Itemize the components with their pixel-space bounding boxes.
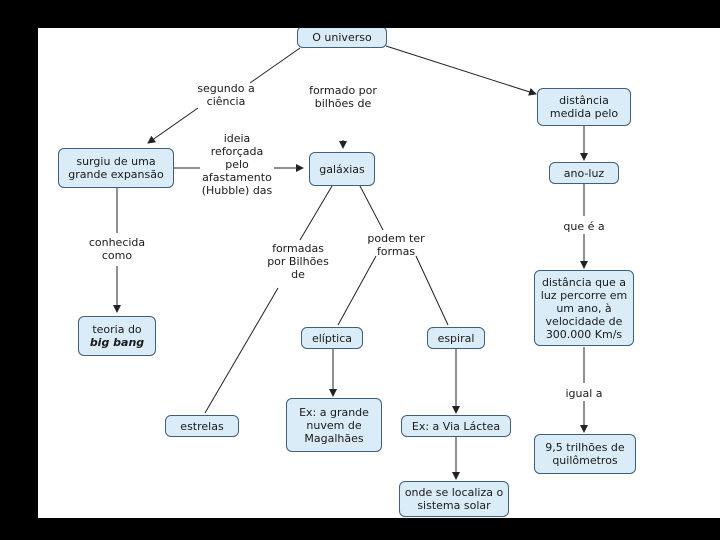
edge-segundo-expansao	[147, 107, 199, 144]
big-bang-line2: big bang	[89, 336, 145, 349]
label-que-e: que é a	[563, 220, 605, 233]
edge-podem-espiral	[415, 255, 449, 326]
node-distancia-luz: distância que a luz percorre em um ano, …	[534, 270, 634, 346]
concept-map: O universo surgiu de uma grande expansão…	[38, 28, 720, 518]
label-ideia: ideia reforçada pelo afastamento (Hubble…	[201, 132, 273, 197]
edge-universo-segundo	[249, 47, 301, 84]
label-formado: formado por bilhões de	[309, 84, 377, 110]
edge-galaxias-podem	[359, 185, 384, 231]
connector-lines	[113, 45, 588, 480]
node-estrelas: estrelas	[165, 415, 239, 437]
node-distancia-medida: distância medida pelo	[537, 88, 631, 126]
label-igual: igual a	[565, 387, 603, 400]
node-magalhaes: Ex: a grande nuvem de Magalhães	[286, 398, 382, 452]
node-galaxias: galáxias	[309, 152, 375, 186]
edge-podem-eliptica	[337, 255, 377, 326]
label-conhecida: conhecida como	[88, 236, 146, 262]
node-espiral: espiral	[427, 327, 485, 349]
label-podem: podem ter formas	[367, 232, 425, 258]
node-big-bang: teoria do big bang	[78, 316, 156, 356]
node-universo: O universo	[297, 28, 387, 48]
node-eliptica: elíptica	[301, 327, 363, 349]
node-sistema-solar: onde se localiza o sistema solar	[399, 481, 509, 517]
node-expansao: surgiu de uma grande expansão	[58, 148, 174, 188]
big-bang-line1: teoria do	[92, 323, 142, 336]
label-formadas: formadas por Bilhões de	[267, 242, 329, 281]
node-via-lactea: Ex: a Via Láctea	[401, 415, 511, 437]
node-trilhoes: 9,5 trilhões de quilômetros	[534, 434, 636, 474]
node-ano-luz: ano-luz	[549, 162, 619, 184]
label-segundo: segundo a ciência	[197, 82, 255, 108]
edge-universo-distancia	[385, 45, 537, 96]
edge-formadas-estrelas	[204, 287, 279, 414]
edge-galaxias-formadas	[299, 185, 333, 241]
